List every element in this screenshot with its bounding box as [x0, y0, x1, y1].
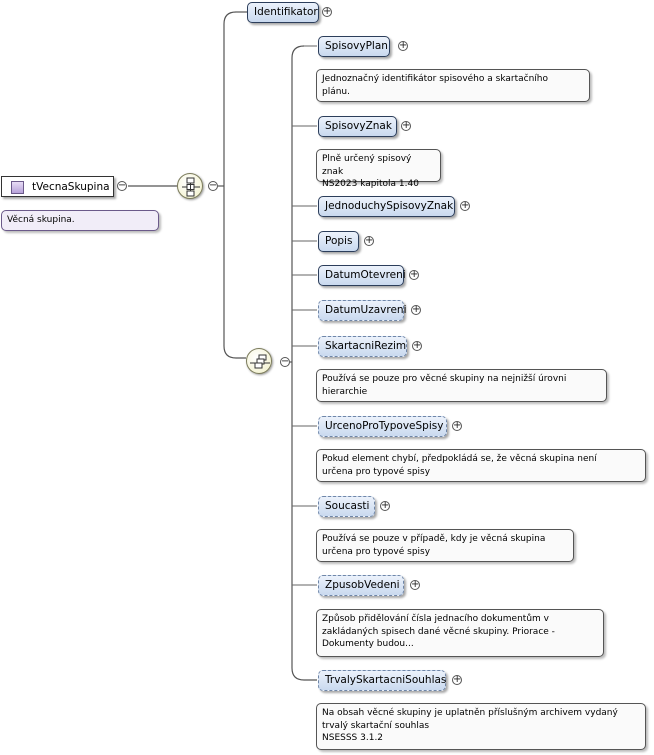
expand-icon[interactable]: + — [322, 6, 332, 17]
collapse-icon[interactable]: − — [117, 180, 127, 191]
element-jednoduchy-spisovy-znak[interactable]: JednoduchySpisovyZnak — [318, 196, 455, 217]
expand-icon[interactable]: + — [410, 579, 420, 590]
collapse-icon[interactable]: − — [208, 180, 218, 191]
root-type-label: tVecnaSkupina — [32, 181, 110, 193]
urceno-pro-typove-spisy-annotation: Pokud element chybí, předpokládá se, že … — [316, 449, 646, 482]
skartacni-rezim-annotation: Používá se pouze pro věcné skupiny na ne… — [316, 369, 607, 402]
expand-icon[interactable]: + — [364, 235, 374, 246]
expand-icon[interactable]: + — [401, 120, 411, 131]
expand-icon[interactable]: + — [409, 269, 419, 280]
expand-icon[interactable]: + — [398, 40, 408, 51]
trvaly-skartacni-souhlas-annotation: Na obsah věcné skupiny je uplatněn přísl… — [316, 703, 646, 750]
spisovy-plan-annotation: Jednoznačný identifikátor spisového a sk… — [316, 69, 590, 102]
sequence-compositor-icon[interactable] — [177, 173, 203, 199]
element-skartacni-rezim[interactable]: SkartacniRezim — [318, 336, 407, 357]
element-zpusob-vedeni[interactable]: ZpusobVedeni — [318, 575, 404, 596]
expand-icon[interactable]: + — [412, 340, 422, 351]
element-spisovy-plan[interactable]: SpisovyPlan — [318, 36, 390, 57]
element-datum-otevreni[interactable]: DatumOtevreni — [318, 265, 406, 286]
element-spisovy-znak[interactable]: SpisovyZnak — [318, 116, 397, 137]
all-compositor-icon[interactable] — [246, 348, 272, 374]
complex-type-icon — [11, 181, 24, 194]
element-identifikator[interactable]: Identifikator — [247, 2, 319, 23]
collapse-icon[interactable]: − — [280, 356, 290, 367]
element-urceno-pro-typove-spisy[interactable]: UrcenoProTypoveSpisy — [318, 416, 447, 437]
spisovy-znak-annotation: Plně určený spisový znak NS2023 kapitola… — [316, 149, 441, 189]
element-soucasti[interactable]: Soucasti — [318, 496, 375, 517]
root-type-annotation: Věcná skupina. — [1, 210, 159, 231]
expand-icon[interactable]: + — [411, 304, 421, 315]
expand-icon[interactable]: + — [452, 420, 462, 431]
expand-icon[interactable]: + — [380, 500, 390, 511]
element-datum-uzavreni[interactable]: DatumUzavreni — [318, 300, 406, 321]
element-trvaly-skartacni-souhlas[interactable]: TrvalySkartacniSouhlas — [318, 670, 446, 691]
element-popis[interactable]: Popis — [318, 231, 359, 252]
root-type-box[interactable]: tVecnaSkupina — [1, 176, 114, 197]
zpusob-vedeni-annotation: Způsob přidělování čísla jednacího dokum… — [316, 609, 604, 657]
expand-icon[interactable]: + — [452, 674, 462, 685]
soucasti-annotation: Používá se pouze v případě, kdy je věcná… — [316, 529, 574, 562]
expand-icon[interactable]: + — [460, 200, 470, 211]
